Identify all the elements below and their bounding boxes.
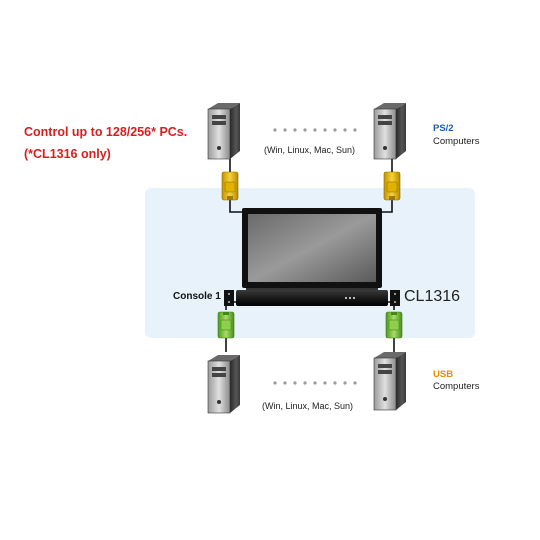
ps2-connector-icon bbox=[221, 171, 239, 201]
usb-group-subtitle: Computers bbox=[433, 381, 480, 392]
ellipsis-dots bbox=[273, 381, 357, 385]
lcd-kvm-console-icon bbox=[224, 208, 400, 306]
ps2-group-title: PS/2 bbox=[433, 123, 454, 134]
computer-tower-icon bbox=[207, 103, 240, 160]
computer-tower-icon bbox=[373, 352, 406, 411]
computer-tower-icon bbox=[207, 355, 240, 414]
right-rack-ear bbox=[390, 290, 400, 306]
headline-line-1: Control up to 128/256* PCs. bbox=[24, 125, 188, 139]
ps2-group-subtitle: Computers bbox=[433, 136, 480, 147]
console-rail bbox=[236, 290, 388, 306]
headline-line-2: (*CL1316 only) bbox=[24, 147, 111, 161]
top-os-note: (Win, Linux, Mac, Sun) bbox=[264, 145, 356, 155]
model-label: CL1316 bbox=[404, 288, 461, 305]
usb-connector-icon bbox=[385, 311, 403, 339]
left-rack-ear bbox=[224, 290, 234, 306]
computer-tower-icon bbox=[373, 103, 406, 160]
bottom-os-note: (Win, Linux, Mac, Sun) bbox=[262, 401, 354, 411]
monitor-screen bbox=[248, 214, 376, 282]
usb-connector-icon bbox=[217, 311, 235, 339]
ps2-connector-icon bbox=[383, 171, 401, 201]
ellipsis-dots bbox=[273, 128, 357, 132]
monitor-hinge bbox=[246, 288, 378, 290]
console-label: Console 1 bbox=[173, 291, 221, 302]
usb-group-title: USB bbox=[433, 369, 454, 380]
